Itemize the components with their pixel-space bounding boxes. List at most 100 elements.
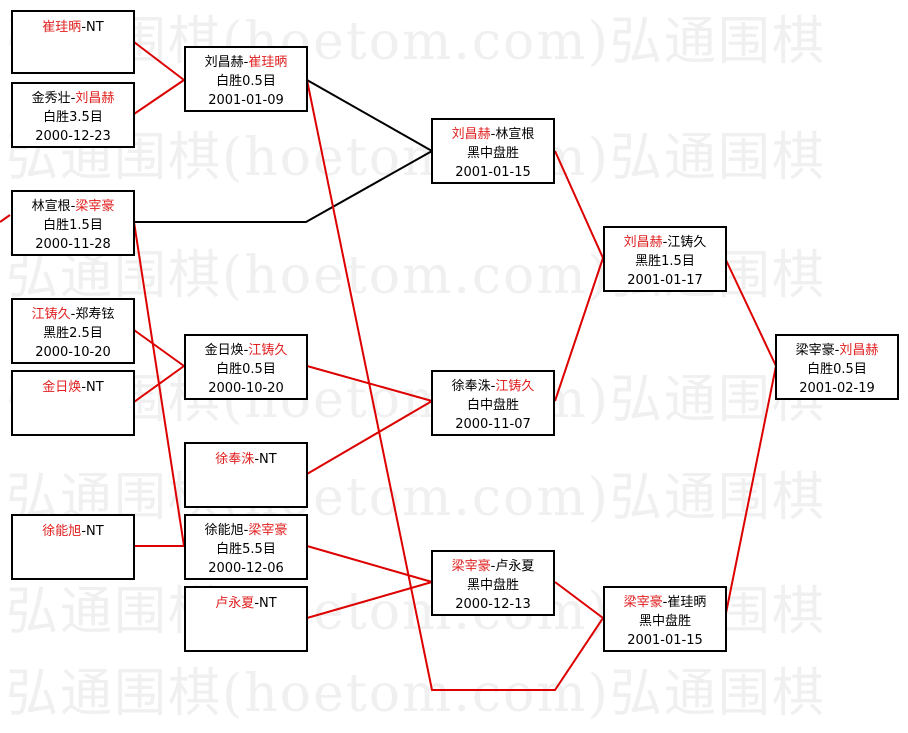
player-loser: NT [86,380,104,395]
match-r2-2[interactable]: 金日焕-江铸久 白胜0.5目 2000-10-20 [184,334,308,400]
match-r1-4[interactable]: 江铸久-郑寿铉 黑胜2.5目 2000-10-20 [11,298,135,364]
match-date: 2000-10-20 [35,345,111,360]
match-result: 白胜0.5目 [216,362,276,377]
line-r3b-r4a [554,257,604,402]
match-date: 2001-01-17 [627,273,703,288]
player-loser: 林宣根 [495,127,535,142]
match-r1-3[interactable]: 林宣根-梁宰豪 白胜1.5目 2000-11-28 [11,190,135,256]
match-result: 黑胜1.5目 [635,254,695,269]
match-result: 白胜5.5目 [216,542,276,557]
match-r2-1[interactable]: 刘昌赫-崔珪昞 白胜0.5目 2001-01-09 [184,46,308,112]
match-r1-1[interactable]: 崔珪昞-NT [11,10,135,74]
player-loser: 卢永夏 [495,559,535,574]
match-date: 2001-01-15 [455,165,531,180]
match-date: 2000-11-28 [35,237,111,252]
match-result: 白胜3.5目 [43,110,103,125]
match-date: 2001-01-09 [208,93,284,108]
line-r3a-r4a [554,150,604,259]
player-winner: 刘昌赫 [75,91,115,106]
players: 梁宰豪-刘昌赫 [795,343,879,358]
line-r1c-r2d [133,221,185,547]
player-loser: 金日焕 [204,343,244,358]
line-r1b-r2a [133,79,185,115]
match-r4-1[interactable]: 刘昌赫-江铸久 黑胜1.5目 2001-01-17 [603,226,727,292]
match-date: 2001-01-15 [627,633,703,648]
players: 卢永夏-NT [215,596,277,611]
players: 刘昌赫-江铸久 [623,235,707,250]
player-winner: 梁宰豪 [623,595,663,610]
match-r4-2[interactable]: 梁宰豪-崔珪昞 黑中盘胜 2001-01-15 [603,586,727,652]
match-r1-2[interactable]: 金秀壮-刘昌赫 白胜3.5目 2000-12-23 [11,82,135,148]
player-loser: NT [259,452,277,467]
match-result: 白胜0.5目 [216,74,276,89]
players: 崔珪昞-NT [42,20,104,35]
line-r2a-r4b [306,79,604,691]
match-r1-5[interactable]: 金日焕-NT [11,370,135,436]
match-result: 白中盘胜 [466,398,519,413]
match-result: 黑中盘胜 [638,614,691,629]
players: 梁宰豪-卢永夏 [451,559,535,574]
match-date: 2000-12-13 [455,597,531,612]
player-loser: 江铸久 [667,235,707,250]
player-winner: 江铸久 [495,379,535,394]
players: 徐奉洙-NT [215,452,277,467]
match-date: 2000-12-23 [35,129,111,144]
line-r2d-r3c [306,545,433,583]
player-loser: 徐能旭 [204,523,244,538]
player-winner: 刘昌赫 [839,343,879,358]
match-r2-4[interactable]: 徐能旭-梁宰豪 白胜5.5目 2000-12-06 [184,514,308,580]
match-r3-1[interactable]: 刘昌赫-林宣根 黑中盘胜 2001-01-15 [431,118,555,184]
players: 江铸久-郑寿铉 [31,307,115,322]
match-r2-5[interactable]: 卢永夏-NT [184,586,308,652]
match-result: 黑中盘胜 [466,578,519,593]
match-r2-3[interactable]: 徐奉洙-NT [184,442,308,508]
player-winner: 徐能旭 [42,524,82,539]
match-date: 2000-12-06 [208,561,284,576]
player-winner: 刘昌赫 [623,235,663,250]
player-loser: 郑寿铉 [75,307,115,322]
players: 刘昌赫-林宣根 [451,127,535,142]
match-date: 2000-11-07 [455,417,531,432]
player-winner: 江铸久 [248,343,288,358]
players: 林宣根-梁宰豪 [31,199,115,214]
player-winner: 刘昌赫 [451,127,491,142]
match-result: 白胜0.5目 [807,362,867,377]
match-result: 黑中盘胜 [466,146,519,161]
line-r3c-r4b [554,581,604,619]
players: 金日焕-江铸久 [204,343,288,358]
player-loser: 梁宰豪 [795,343,835,358]
line-r1d-r2b [133,329,185,367]
match-result: 黑胜2.5目 [43,326,103,341]
players: 金日焕-NT [42,380,104,395]
player-winner: 徐奉洙 [215,452,255,467]
line-r2c-r3b [306,400,433,475]
player-winner: 江铸久 [31,307,71,322]
player-winner: 梁宰豪 [248,523,288,538]
match-r3-2[interactable]: 徐奉洙-江铸久 白中盘胜 2000-11-07 [431,370,555,436]
line-r4b-final [724,365,777,619]
line-left-stub [0,214,11,223]
player-loser: NT [259,596,277,611]
players: 徐奉洙-江铸久 [451,379,535,394]
players: 梁宰豪-崔珪昞 [623,595,707,610]
line-r4a-final [724,257,777,367]
player-loser: 崔珪昞 [667,595,707,610]
player-loser: NT [86,524,104,539]
player-winner: 崔珪昞 [42,20,82,35]
line-r2a-r3a [306,79,433,152]
player-winner: 卢永夏 [215,596,255,611]
players: 金秀壮-刘昌赫 [31,91,115,106]
player-winner: 金日焕 [42,380,82,395]
players: 徐能旭-NT [42,524,104,539]
match-r1-6[interactable]: 徐能旭-NT [11,514,135,580]
match-final[interactable]: 梁宰豪-刘昌赫 白胜0.5目 2001-02-19 [775,334,899,400]
match-r3-3[interactable]: 梁宰豪-卢永夏 黑中盘胜 2000-12-13 [431,550,555,616]
match-date: 2000-10-20 [208,381,284,396]
player-loser: 金秀壮 [31,91,71,106]
match-date: 2001-02-19 [799,381,875,396]
player-winner: 梁宰豪 [451,559,491,574]
player-loser: 徐奉洙 [451,379,491,394]
players: 刘昌赫-崔珪昞 [204,55,288,70]
player-winner: 崔珪昞 [248,55,288,70]
